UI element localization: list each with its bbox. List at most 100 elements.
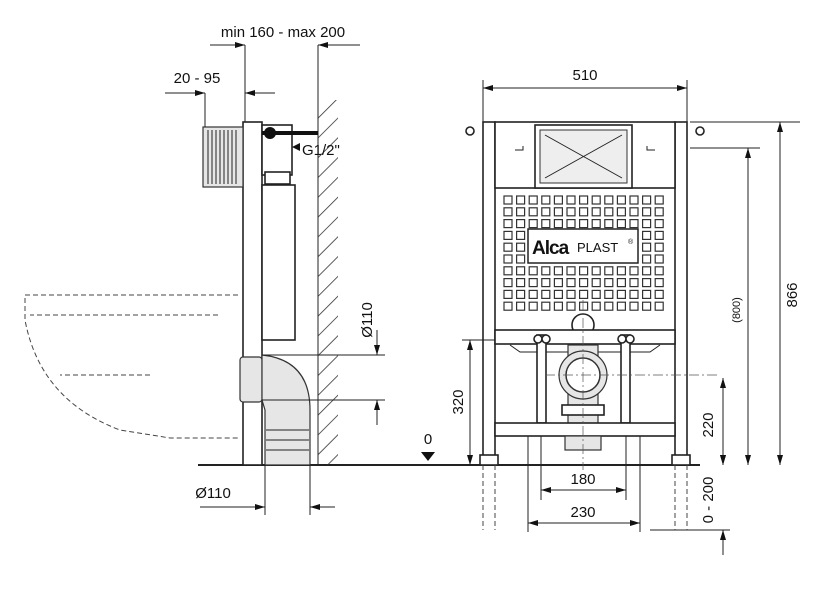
cistern-side (261, 184, 296, 341)
grid-cell (578, 289, 589, 299)
grid-cell (541, 195, 551, 205)
floor-zero-label: 0 (424, 431, 432, 448)
grid-cell (528, 278, 538, 288)
grid-cell (578, 301, 589, 311)
grid-cell (629, 289, 639, 299)
total-height-label: 866 (784, 282, 801, 307)
grid-cell (654, 219, 664, 229)
grid-cell (503, 242, 513, 252)
grid-cell (591, 207, 601, 217)
grid-cell (553, 289, 564, 299)
grid-cell (629, 207, 639, 217)
grid-cell (654, 289, 664, 299)
grid-cell (641, 278, 652, 288)
grid-cell (641, 230, 652, 240)
grid-cell (591, 195, 601, 205)
grid-cell (541, 301, 551, 311)
grid-cell (604, 278, 614, 288)
right-stud (620, 334, 631, 424)
grid-cell (654, 278, 664, 288)
grid-cell (591, 219, 601, 229)
grid-cell (616, 301, 627, 311)
grid-cell (629, 278, 639, 288)
frame-right-post (674, 121, 688, 461)
grid-cell (503, 278, 513, 288)
grid-cell (541, 207, 551, 217)
grid-cell (629, 301, 639, 311)
grid-cell (503, 219, 513, 229)
grid-cell (578, 207, 589, 217)
bolt-spacing-label: 230 (570, 504, 595, 521)
wall-hatch (318, 100, 338, 465)
grid-cell (528, 289, 538, 299)
grid-cell (654, 207, 664, 217)
bolt-height-label: 220 (700, 412, 717, 437)
grid-cell (566, 278, 576, 288)
grid-cell (654, 195, 664, 205)
drain-vertical-label: Ø110 (359, 302, 376, 338)
grid-cell (641, 289, 652, 299)
upper-crossbar (494, 329, 676, 345)
grid-cell (528, 207, 538, 217)
grid-cell (515, 195, 526, 205)
grid-cell (591, 266, 601, 276)
leg-adjust-label: 0 - 200 (700, 477, 717, 524)
grid-cell (541, 219, 551, 229)
grid-cell (641, 219, 652, 229)
grid-cell (515, 230, 526, 240)
plate-offset-label: 20 - 95 (174, 70, 221, 87)
grid-cell (528, 301, 538, 311)
grid-cell (578, 266, 589, 276)
grid-cell (641, 195, 652, 205)
grid-cell (604, 266, 614, 276)
grid-cell (553, 219, 564, 229)
logo-box (527, 228, 639, 264)
frame-profile (242, 121, 263, 466)
grid-cell (591, 289, 601, 299)
grid-cell (604, 219, 614, 229)
grid-cell (616, 266, 627, 276)
grid-cell (528, 195, 538, 205)
grid-cell (503, 289, 513, 299)
grid-cell (515, 301, 526, 311)
grid-cell (515, 278, 526, 288)
grid-cell (566, 207, 576, 217)
floor-level-marker-icon (421, 452, 435, 461)
cistern-grid (503, 195, 664, 311)
pipe-spacing-label: 180 (570, 471, 595, 488)
grid-cell (604, 301, 614, 311)
grid-cell (553, 266, 564, 276)
grid-cell (528, 219, 538, 229)
grid-cell (654, 301, 664, 311)
grid-cell (503, 254, 513, 264)
grid-cell (578, 219, 589, 229)
grid-cell (641, 266, 652, 276)
width-label: 510 (572, 67, 597, 84)
side-view: G1/2" min 160 - max 200 20 - 95 Ø110 Ø11… (24, 24, 385, 515)
grid-cell (503, 195, 513, 205)
logo-mark: ® (628, 238, 634, 246)
grid-cell (515, 289, 526, 299)
grid-cell (641, 254, 652, 264)
grid-cell (515, 219, 526, 229)
grid-cell (641, 207, 652, 217)
drain-height-label: 320 (450, 389, 467, 414)
grid-cell (515, 266, 526, 276)
water-inlet-label: G1/2" (302, 142, 340, 159)
grid-cell (553, 195, 564, 205)
grid-cell (566, 289, 576, 299)
grid-cell (616, 278, 627, 288)
grid-cell (566, 219, 576, 229)
grid-cell (654, 254, 664, 264)
grid-cell (553, 301, 564, 311)
grid-cell (503, 301, 513, 311)
grid-cell (503, 230, 513, 240)
wall-distance-label: min 160 - max 200 (221, 24, 345, 41)
grid-cell (553, 278, 564, 288)
grid-cell (654, 242, 664, 252)
logo-brand-light: PLAST (577, 240, 618, 255)
grid-cell (578, 195, 589, 205)
grid-cell (515, 207, 526, 217)
